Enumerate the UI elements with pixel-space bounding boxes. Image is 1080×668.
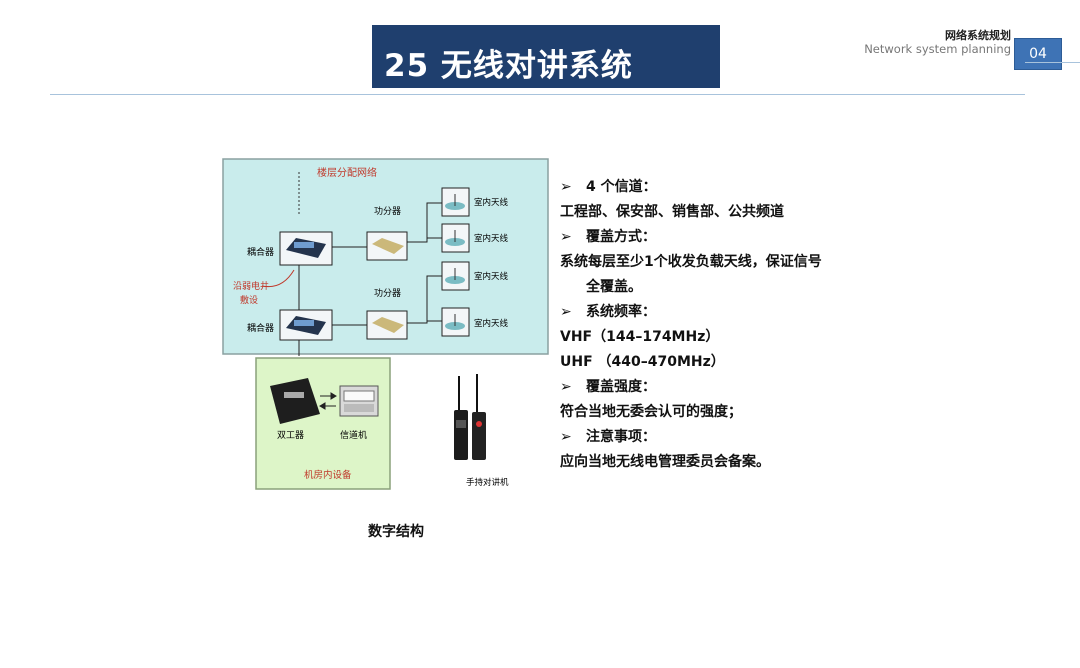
repeater-label: 信道机: [340, 429, 367, 441]
page-title: 25 无线对讲系统: [384, 48, 633, 84]
handheld-radio-right: [472, 374, 486, 460]
info-line-uhf: UHF （440–470MHz）: [560, 354, 725, 370]
header-divider-right: [1025, 62, 1080, 63]
bullet-arrow-icon: ➢: [560, 179, 572, 195]
info-line-coverage-2: 全覆盖。: [586, 279, 642, 295]
splitter-upper: [366, 231, 408, 261]
page-number-badge: 04: [1014, 38, 1062, 70]
section-title-en: Network system planning: [864, 42, 1011, 56]
info-line-channels: 工程部、保安部、销售部、公共频道: [560, 204, 784, 220]
info-line-coverage-1: 系统每层至少1个收发负载天线，保证信号: [560, 254, 822, 270]
splitter-lower: [366, 310, 408, 340]
repeater-device: [339, 385, 379, 417]
indoor-antenna-1: [441, 187, 470, 217]
antenna-label-3: 室内天线: [474, 271, 509, 282]
duplexer-label: 双工器: [277, 430, 304, 441]
diagram-caption: 数字结构: [368, 524, 424, 540]
antenna-label-1: 室内天线: [474, 197, 509, 208]
bullet-arrow-icon: ➢: [560, 304, 572, 320]
cable-route-label-2: 敷设: [240, 294, 258, 306]
machine-room-label: 机房内设备: [304, 469, 352, 481]
indoor-antenna-3: [441, 261, 470, 291]
splitter-label-lower: 功分器: [374, 288, 401, 299]
cable-route-pointer: [261, 269, 295, 288]
coupler-lower: [279, 309, 333, 341]
handheld-radio-left: [454, 376, 468, 460]
indoor-antenna-2: [441, 223, 470, 253]
info-line-strength: 符合当地无委会认可的强度；: [560, 404, 742, 420]
duplexer-repeater-arrows: [319, 392, 337, 410]
system-diagram: 楼层分配网络 耦合器 耦合器 功分器 功分器 室内天线: [222, 158, 549, 490]
handheld-radio-label: 手持对讲机: [466, 477, 509, 488]
duplexer-device: [270, 378, 320, 424]
coupler-upper: [279, 231, 333, 266]
coupler-label-upper: 耦合器: [247, 246, 274, 258]
info-line-notes: 应向当地无线电管理委员会备案。: [560, 454, 770, 470]
section-title-cn: 网络系统规划: [945, 29, 1011, 42]
bullet-arrow-icon: ➢: [560, 379, 572, 395]
cable-route-label-1: 沿弱电井: [233, 280, 269, 292]
antenna-label-4: 室内天线: [474, 318, 509, 329]
info-heading-channels: ➢4 个信道：: [560, 175, 890, 200]
antenna-label-2: 室内天线: [474, 233, 509, 244]
bullet-arrow-icon: ➢: [560, 229, 572, 245]
info-line-vhf: VHF（144–174MHz）: [560, 329, 720, 345]
info-panel: ➢4 个信道： 工程部、保安部、销售部、公共频道 ➢覆盖方式： 系统每层至少1个…: [560, 175, 890, 475]
machine-room-area: [255, 357, 391, 490]
info-heading-coverage: ➢覆盖方式：: [560, 225, 890, 250]
title-banner: [372, 25, 720, 88]
splitter-label-upper: 功分器: [374, 206, 401, 217]
bullet-arrow-icon: ➢: [560, 429, 572, 445]
floor-network-label: 楼层分配网络: [317, 166, 377, 179]
info-heading-frequency: ➢系统频率：: [560, 300, 890, 325]
header-divider: [50, 94, 1025, 95]
indoor-antenna-4: [441, 307, 470, 337]
info-heading-strength: ➢覆盖强度：: [560, 375, 890, 400]
info-heading-notes: ➢注意事项：: [560, 425, 890, 450]
wiring: [280, 202, 442, 356]
coupler-label-lower: 耦合器: [247, 322, 274, 334]
